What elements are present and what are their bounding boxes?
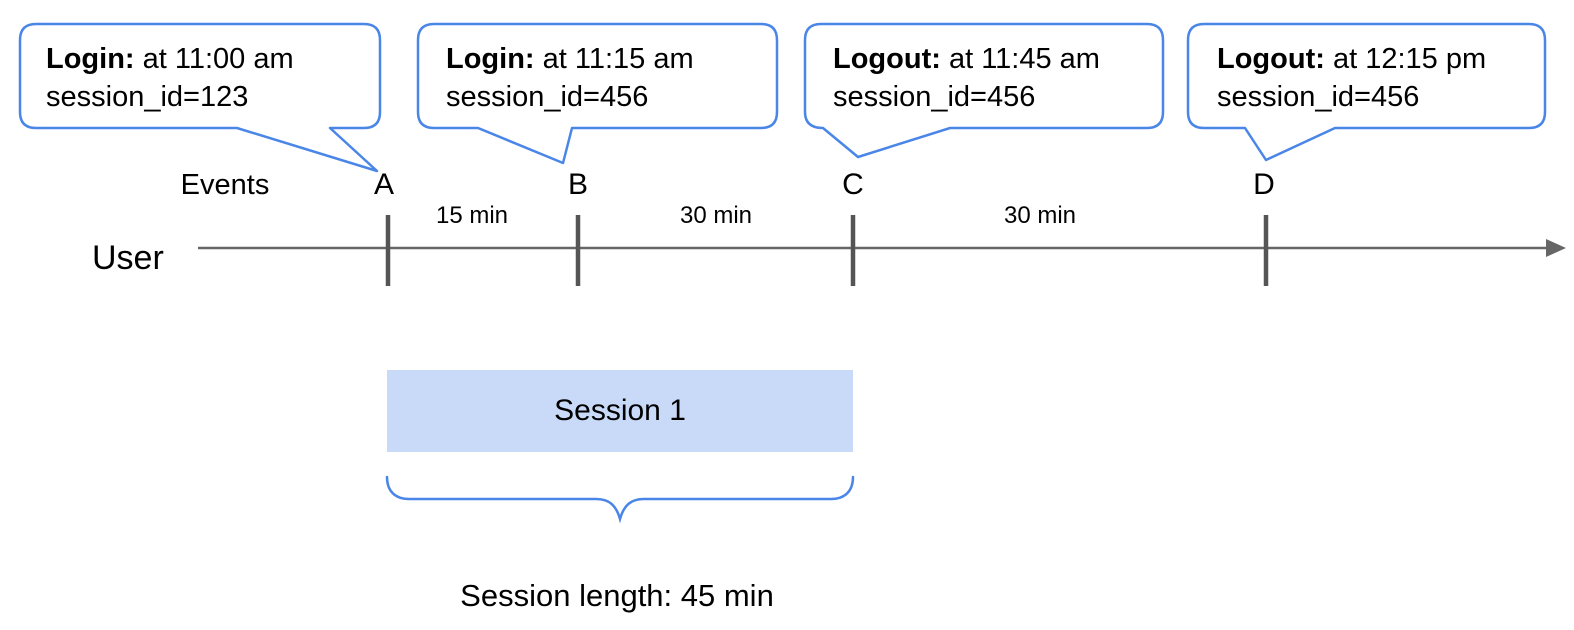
callout-text-c: Logout: at 11:45 am session_id=456 xyxy=(833,40,1100,116)
event-type-label: Logout: xyxy=(1217,43,1325,75)
event-time-text: at 11:00 am xyxy=(134,43,294,75)
user-label: User xyxy=(92,239,164,277)
event-letter-a: A xyxy=(373,168,395,201)
timeline-arrowhead-icon xyxy=(1546,239,1566,257)
event-type-label: Login: xyxy=(446,43,535,75)
session-length-label: Session length: 45 min xyxy=(460,578,774,613)
event-session-id: session_id=456 xyxy=(833,81,1036,113)
callout-bubble-b xyxy=(416,22,779,165)
event-letter-d: D xyxy=(1253,168,1275,201)
interval-label-b-c: 30 min xyxy=(679,202,753,229)
callout-text-a: Login: at 11:00 am session_id=123 xyxy=(46,40,294,116)
event-time-text: at 11:45 am xyxy=(940,43,1100,75)
event-time-text: at 12:15 pm xyxy=(1324,43,1487,75)
callout-bubble-a xyxy=(18,22,382,173)
callout-bubble-c xyxy=(803,22,1165,159)
event-type-label: Logout: xyxy=(833,43,941,75)
event-session-id: session_id=456 xyxy=(446,81,649,113)
event-session-id: session_id=456 xyxy=(1217,81,1420,113)
event-letter-c: C xyxy=(842,168,864,201)
interval-label-a-b: 15 min xyxy=(435,202,509,229)
callout-line-1: Login: at 11:00 am xyxy=(46,40,294,78)
callout-text-b: Login: at 11:15 am session_id=456 xyxy=(446,40,694,116)
callout-text-d: Logout: at 12:15 pm session_id=456 xyxy=(1217,40,1486,116)
callout-bubble-d xyxy=(1186,22,1547,162)
event-type-label: Login: xyxy=(46,43,135,75)
callout-line-1: Logout: at 12:15 pm xyxy=(1217,40,1486,78)
callout-line-1: Logout: at 11:45 am xyxy=(833,40,1100,78)
session-length-brace xyxy=(385,475,855,524)
session-1-bar: Session 1 xyxy=(387,370,853,452)
event-time-text: at 11:15 am xyxy=(534,43,694,75)
events-axis-label: Events xyxy=(180,169,270,201)
event-session-id: session_id=123 xyxy=(46,81,249,113)
interval-label-c-d: 30 min xyxy=(1003,202,1077,229)
callout-line-1: Login: at 11:15 am xyxy=(446,40,694,78)
event-letter-b: B xyxy=(567,168,589,201)
session-1-label: Session 1 xyxy=(554,394,686,427)
